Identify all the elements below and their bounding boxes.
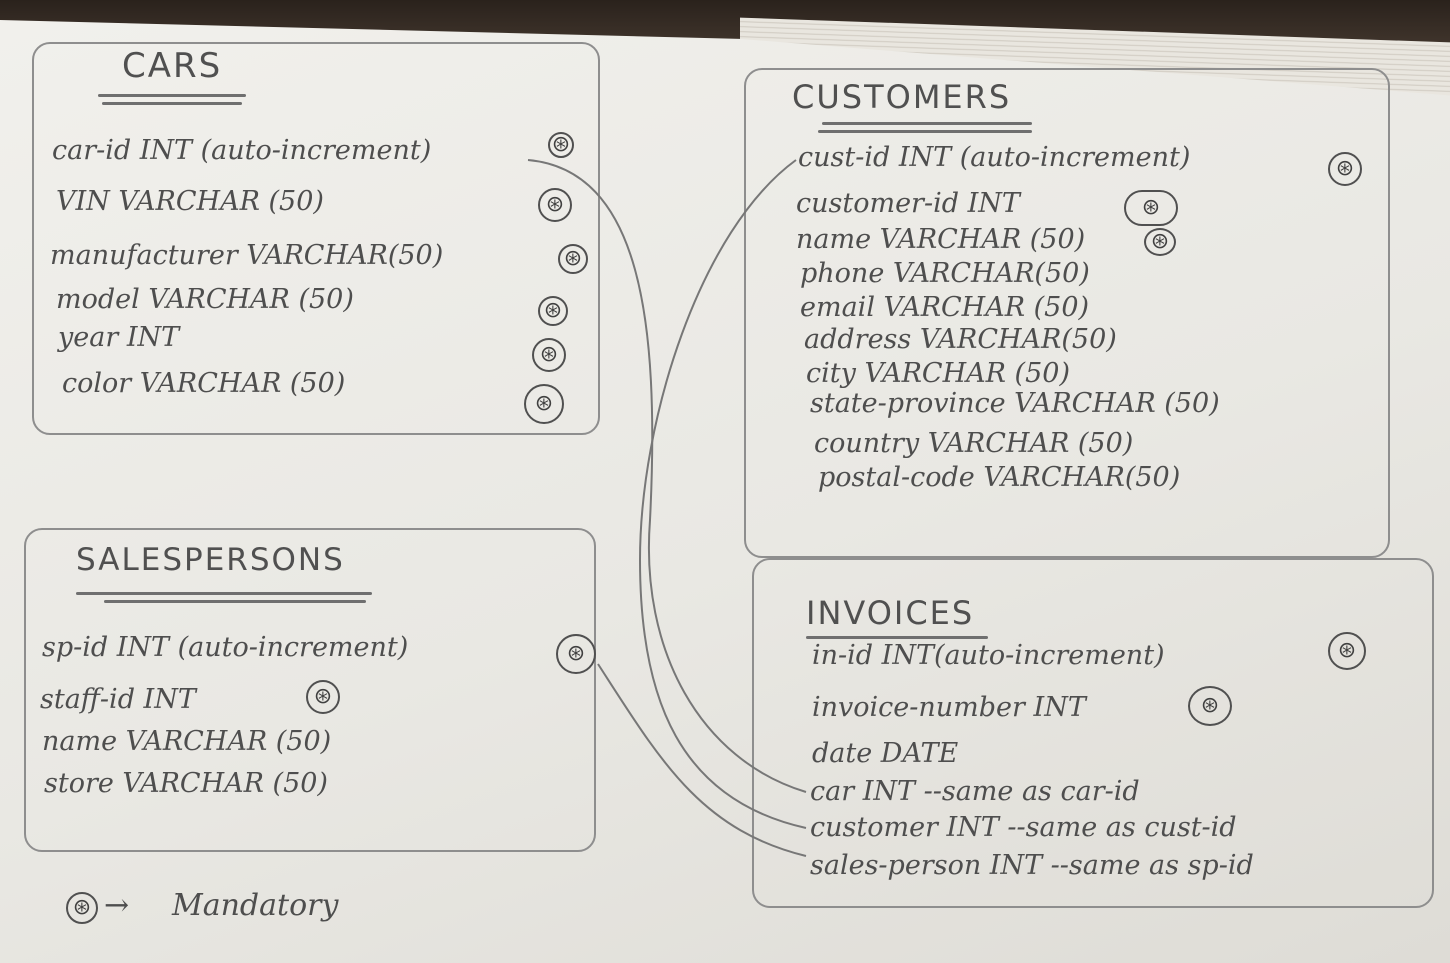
- field-name: name VARCHAR (50): [796, 224, 1086, 255]
- title-underline: [76, 592, 372, 595]
- table-customers: [744, 68, 1390, 558]
- field-sp-id: sp-id INT (auto-increment): [42, 632, 409, 663]
- table-title-cars: CARS: [122, 46, 223, 86]
- link-cust-id-to-customer: [638, 159, 807, 829]
- title-underline: [98, 94, 246, 97]
- mandatory-icon: ⊛: [1328, 152, 1362, 186]
- table-title-invoices: INVOICES: [806, 594, 975, 632]
- title-underline: [818, 130, 1032, 133]
- field-phone: phone VARCHAR(50): [800, 258, 1090, 289]
- table-salespersons: [24, 528, 596, 852]
- field-postal-code: postal-code VARCHAR(50): [818, 462, 1181, 493]
- mandatory-icon: ⊛: [1124, 190, 1178, 226]
- table-title-customers: CUSTOMERS: [792, 78, 1012, 116]
- legend-mandatory-icon: ⊛: [66, 892, 98, 924]
- mandatory-icon: ⊛: [558, 244, 588, 274]
- mandatory-icon: ⊛: [532, 338, 566, 372]
- mandatory-icon: ⊛: [556, 634, 596, 674]
- field-color: color VARCHAR (50): [62, 368, 346, 399]
- field-date: date DATE: [812, 738, 959, 769]
- title-underline: [822, 122, 1032, 125]
- field-car: car INT --same as car-id: [810, 776, 1140, 807]
- field-state-province: state-province VARCHAR (50): [810, 388, 1220, 419]
- table-invoices: [752, 558, 1434, 908]
- field-name: name VARCHAR (50): [42, 726, 332, 757]
- mandatory-icon: ⊛: [548, 132, 574, 158]
- mandatory-icon: ⊛: [538, 296, 568, 326]
- mandatory-icon: ⊛: [306, 680, 340, 714]
- mandatory-icon: ⊛: [538, 188, 572, 222]
- field-car-id: car-id INT (auto-increment): [52, 135, 432, 166]
- field-cust-id: cust-id INT (auto-increment): [798, 142, 1191, 173]
- mandatory-icon: ⊛: [524, 384, 564, 424]
- mandatory-icon: ⊛: [1144, 228, 1176, 256]
- title-underline: [806, 636, 988, 639]
- field-staff-id: staff-id INT: [40, 684, 196, 715]
- field-store: store VARCHAR (50): [44, 768, 328, 799]
- title-underline: [104, 600, 366, 603]
- field-customer-id: customer-id INT: [796, 188, 1020, 219]
- field-manufacturer: manufacturer VARCHAR(50): [50, 240, 444, 271]
- link-sp-id-to-sales-person: [597, 663, 807, 857]
- field-model: model VARCHAR (50): [56, 284, 354, 315]
- field-invoice-number: invoice-number INT: [812, 692, 1086, 723]
- field-city: city VARCHAR (50): [806, 358, 1070, 389]
- field-in-id: in-id INT(auto-increment): [812, 640, 1165, 671]
- field-sales-person: sales-person INT --same as sp-id: [810, 850, 1254, 881]
- legend-label: Mandatory: [172, 888, 339, 923]
- link-car-id-to-car: [527, 159, 807, 793]
- field-customer: customer INT --same as cust-id: [810, 812, 1237, 843]
- legend-arrow-icon: →: [104, 888, 130, 923]
- field-email: email VARCHAR (50): [800, 292, 1090, 323]
- title-underline: [102, 102, 242, 105]
- table-title-salespersons: SALESPERSONS: [76, 542, 345, 578]
- mandatory-icon: ⊛: [1188, 686, 1232, 726]
- paper-sheet: [0, 20, 1450, 963]
- table-cars: [32, 42, 600, 435]
- field-country: country VARCHAR (50): [814, 428, 1134, 459]
- mandatory-icon: ⊛: [1328, 632, 1366, 670]
- field-vin: VIN VARCHAR (50): [56, 186, 324, 217]
- field-year: year INT: [58, 322, 180, 353]
- field-address: address VARCHAR(50): [804, 324, 1117, 355]
